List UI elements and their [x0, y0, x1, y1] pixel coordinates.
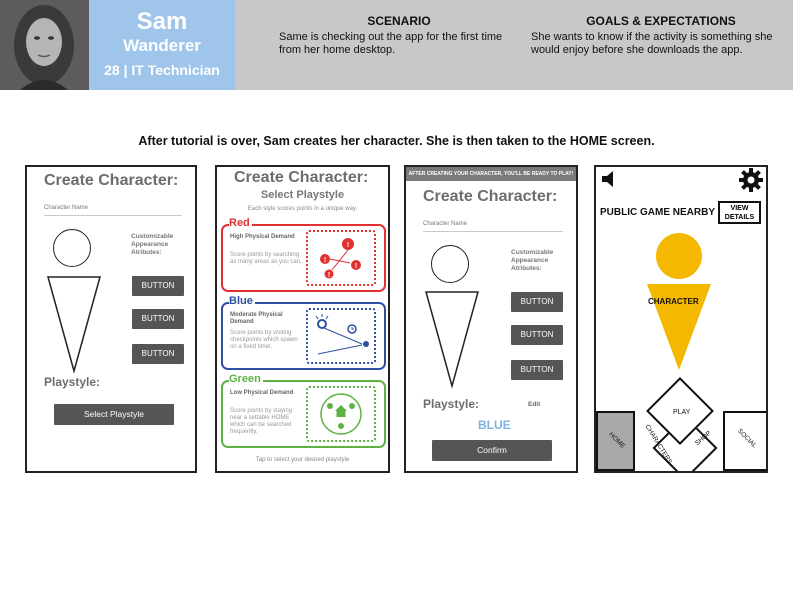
persona-photo — [0, 0, 89, 90]
screen-home: PUBLIC GAME NEARBY VIEW DETAILS CHARACTE… — [594, 165, 768, 473]
goals-text: She wants to know if the activity is som… — [531, 31, 773, 56]
card-name: Red — [229, 217, 252, 229]
playstyle-card-green[interactable]: Green Low Physical Demand Score points b… — [221, 373, 386, 448]
persona-job: 28 | IT Technician — [104, 62, 220, 78]
playstyle-value: BLUE — [478, 418, 511, 432]
persona-card: Sam Wanderer 28 | IT Technician — [89, 0, 235, 90]
green-illustration — [306, 386, 376, 442]
appearance-button-2[interactable]: BUTTON — [511, 325, 563, 345]
playstyle-card-blue[interactable]: Blue Moderate Physical Demand Score poin… — [221, 295, 386, 370]
confirm-button[interactable]: Confirm — [432, 440, 552, 461]
persona-name: Sam — [136, 8, 188, 35]
svg-text:!: ! — [328, 272, 330, 279]
character-name-input[interactable] — [44, 215, 182, 216]
character-name-label: Character Name — [44, 205, 89, 211]
view-details-button[interactable]: VIEW DETAILS — [718, 201, 761, 224]
card-description: Score points by searching as many areas … — [230, 252, 302, 265]
appearance-button-1[interactable]: BUTTON — [511, 292, 563, 312]
playstyle-label: Playstyle: — [44, 375, 101, 389]
appearance-button-3[interactable]: BUTTON — [132, 344, 184, 364]
card-description: Score points by visiting checkpoints whi… — [230, 330, 298, 350]
speaker-icon[interactable] — [600, 169, 618, 189]
card-name: Green — [229, 373, 263, 385]
avatar-body — [47, 276, 101, 374]
blue-illustration — [306, 308, 376, 364]
nav-home[interactable]: HOME — [596, 411, 635, 471]
svg-text:!: ! — [347, 242, 349, 249]
red-illustration: !!!! — [306, 230, 376, 286]
edit-playstyle-link[interactable]: Edit — [528, 401, 541, 408]
goals-title: GOALS & EXPECTATIONS — [586, 14, 736, 28]
appearance-label: Customizable Appearance Atributes: — [511, 249, 554, 272]
scenario-section: SCENARIO Same is checking out the app fo… — [279, 14, 519, 57]
appearance-button-2[interactable]: BUTTON — [132, 309, 184, 329]
card-demand: High Physical Demand — [230, 234, 295, 240]
screen-confirm-character: AFTER CREATING YOUR CHARACTER, YOU'LL BE… — [404, 165, 578, 473]
character-name-input[interactable] — [423, 231, 563, 232]
playstyle-footer: Tap to select your desired playstyle — [255, 457, 350, 463]
playstyle-hint: Each style scores points in a unique way… — [247, 206, 358, 212]
screen-title: Create Character: — [44, 172, 179, 189]
nav-social-label: SOCIAL — [736, 427, 758, 450]
playstyle-label: Playstyle: — [423, 397, 480, 411]
scenario-title: SCENARIO — [367, 14, 431, 28]
appearance-label: Customizable Appearance Atributes: — [131, 233, 174, 256]
play-label: PLAY — [673, 409, 691, 416]
flow-caption: After tutorial is over, Sam creates her … — [138, 134, 655, 148]
svg-text:!: ! — [355, 263, 357, 270]
card-demand: Moderate Physical Demand — [230, 312, 283, 325]
appearance-button-1[interactable]: BUTTON — [132, 276, 184, 296]
scenario-text: Same is checking out the app for the fir… — [279, 31, 503, 56]
nav-social[interactable]: SOCIAL — [723, 411, 766, 471]
svg-text:!: ! — [324, 257, 326, 264]
avatar-body — [425, 291, 479, 389]
nav-home-label: HOME — [607, 431, 627, 450]
character-label: CHARACTER — [648, 297, 699, 306]
screen-select-playstyle: Create Character: Select Playstyle Each … — [215, 165, 390, 473]
card-description: Score points by staying near a settable … — [230, 408, 293, 435]
avatar-head — [431, 245, 469, 283]
character-body — [647, 284, 711, 370]
gear-icon[interactable] — [738, 167, 764, 193]
appearance-button-3[interactable]: BUTTON — [511, 360, 563, 380]
card-name: Blue — [229, 295, 255, 307]
screen-create-character: Create Character: Character Name Customi… — [25, 165, 197, 473]
card-demand: Low Physical Demand — [230, 390, 294, 396]
playstyle-card-red[interactable]: Red High Physical Demand Score points by… — [221, 217, 386, 292]
info-bar: SCENARIO Same is checking out the app fo… — [235, 0, 793, 90]
screen-title: Create Character: — [423, 188, 558, 205]
screen-title: Create Character: — [234, 169, 369, 186]
avatar-head — [53, 229, 91, 267]
ready-banner: AFTER CREATING YOUR CHARACTER, YOU'LL BE… — [406, 167, 576, 181]
public-game-nearby-label: PUBLIC GAME NEARBY — [600, 207, 716, 218]
screen-subtitle: Select Playstyle — [260, 189, 345, 201]
character-name-label: Character Name — [423, 221, 468, 227]
persona-role: Wanderer — [123, 36, 201, 55]
select-playstyle-button[interactable]: Select Playstyle — [54, 404, 174, 425]
character-head — [656, 233, 702, 279]
goals-section: GOALS & EXPECTATIONS She wants to know i… — [531, 14, 791, 57]
